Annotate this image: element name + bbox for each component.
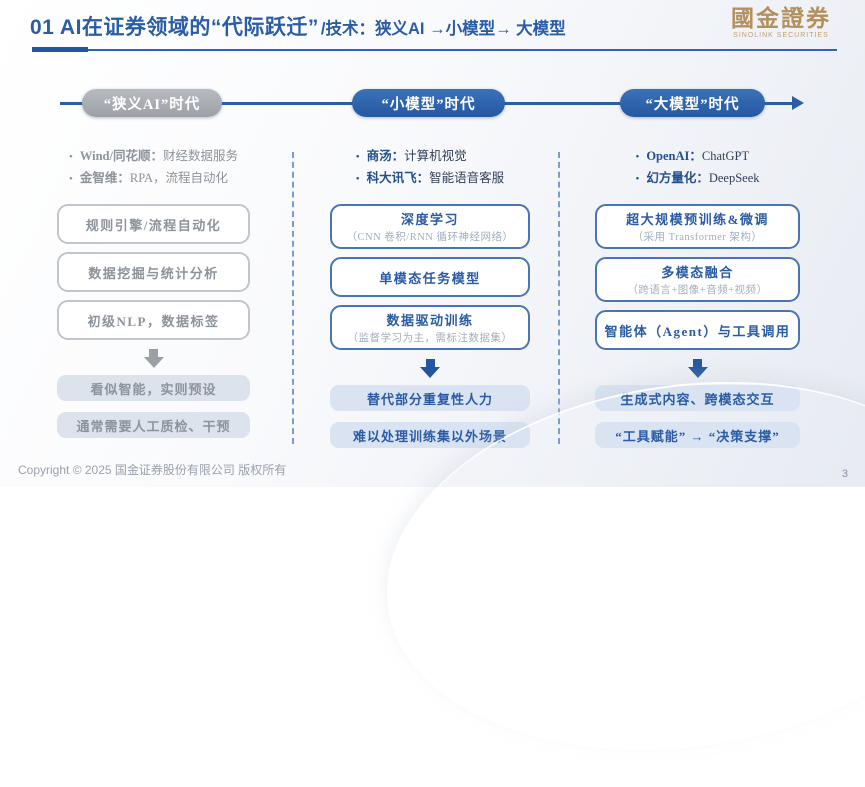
title-sub: /技术：狭义AI →小模型→ 大模型 bbox=[320, 20, 566, 38]
bullet-label: 金智维： bbox=[79, 171, 130, 185]
capability-boxes: 深度学习 （CNN 卷积/RNN 循环神经网络） 单模态任务模型 数据驱动训练 … bbox=[330, 204, 530, 350]
box-title: 深度学习 bbox=[400, 212, 459, 227]
bullet-desc: ChatGPT bbox=[701, 149, 750, 163]
column-narrow-ai: • Wind/同花顺：财经数据服务 • 金智维：RPA，流程自动化 规则引擎/流程自… bbox=[45, 140, 262, 438]
title-underline bbox=[32, 47, 837, 52]
bullet-desc: DeepSeek bbox=[708, 171, 760, 185]
box-title: 规则引擎/流程自动化 bbox=[85, 217, 222, 233]
bullet-item: • OpenAI：ChatGPT bbox=[635, 146, 749, 168]
capability-box: 单模态任务模型 bbox=[330, 257, 530, 297]
outcome-pills: 生成式内容、跨模态交互 “工具赋能” → “决策支撑” bbox=[595, 385, 800, 448]
bullet-item: • 金智维：RPA，流程自动化 bbox=[69, 168, 228, 190]
bullet-label: 幻方量化： bbox=[646, 171, 709, 185]
bullet-item: • 科大讯飞：智能语音客服 bbox=[356, 168, 504, 190]
era-pill-small-model: “小模型”时代 bbox=[352, 89, 505, 117]
box-title: 单模态任务模型 bbox=[379, 270, 481, 286]
timeline-arrowhead-icon bbox=[792, 96, 804, 110]
bullet-label: 商汤： bbox=[366, 149, 405, 163]
bullet-dot-icon: • bbox=[635, 173, 640, 185]
column-small-model: • 商汤：计算机视觉 • 科大讯飞：智能语音客服 深度学习 （CNN 卷积/RNN … bbox=[318, 140, 542, 448]
footer-copyright: Copyright © 2025 国金证券股份有限公司 版权所有 bbox=[18, 463, 287, 477]
bullet-dot-icon: • bbox=[355, 151, 360, 163]
box-title: 智能体（Agent）与工具调用 bbox=[604, 323, 791, 339]
bullet-label: 科大讯飞： bbox=[366, 171, 430, 185]
logo-en-text: SINOLINK SECURITIES bbox=[733, 32, 829, 39]
outcome-pill: 通常需要人工质检、干预 bbox=[57, 412, 250, 438]
box-subtitle: （CNN 卷积/RNN 循环神经网络） bbox=[346, 232, 514, 243]
company-logo: 國金證券 SINOLINK SECURITIES bbox=[731, 6, 831, 39]
capability-box: 超大规模预训练&微调 （采用 Transformer 架构） bbox=[595, 204, 800, 249]
capability-box: 深度学习 （CNN 卷积/RNN 循环神经网络） bbox=[330, 204, 530, 249]
capability-box: 初级NLP，数据标签 bbox=[57, 300, 250, 340]
example-bullets: • 商汤：计算机视觉 • 科大讯飞：智能语音客服 bbox=[356, 146, 504, 192]
underline-thick-segment bbox=[32, 47, 88, 52]
logo-cn-text: 國金證券 bbox=[731, 6, 831, 31]
box-subtitle: （跨语言+图像+音频+视频） bbox=[627, 285, 768, 296]
box-subtitle: （监督学习为主，需标注数据集） bbox=[347, 333, 513, 344]
era-pill-large-model: “大模型”时代 bbox=[620, 89, 765, 117]
era-pill-narrow-ai: “狭义AI”时代 bbox=[82, 89, 222, 117]
main-content: • Wind/同花顺：财经数据服务 • 金智维：RPA，流程自动化 规则引擎/流程自… bbox=[0, 140, 865, 450]
outcome-pills: 看似智能，实则预设 通常需要人工质检、干预 bbox=[57, 375, 250, 438]
down-arrow-icon bbox=[143, 349, 164, 368]
bullet-label: Wind/同花顺： bbox=[79, 149, 163, 163]
capability-box: 数据驱动训练 （监督学习为主，需标注数据集） bbox=[330, 305, 530, 350]
capability-boxes: 超大规模预训练&微调 （采用 Transformer 架构） 多模态融合 （跨语… bbox=[595, 204, 800, 350]
outcome-pill: 替代部分重复性人力 bbox=[330, 385, 530, 411]
bullet-dot-icon: • bbox=[355, 173, 360, 185]
column-divider bbox=[558, 152, 560, 444]
box-title: 超大规模预训练&微调 bbox=[626, 212, 769, 227]
era-timeline: “狭义AI”时代 “小模型”时代 “大模型”时代 bbox=[0, 86, 865, 122]
box-subtitle: （采用 Transformer 架构） bbox=[632, 232, 763, 243]
bullet-item: • Wind/同花顺：财经数据服务 bbox=[69, 146, 238, 168]
outcome-pill: 看似智能，实则预设 bbox=[57, 375, 250, 401]
box-title: 多模态融合 bbox=[661, 265, 734, 280]
bullet-dot-icon: • bbox=[69, 173, 73, 185]
underline-thin-segment bbox=[88, 48, 837, 51]
capability-boxes: 规则引擎/流程自动化 数据挖掘与统计分析 初级NLP，数据标签 bbox=[57, 204, 250, 340]
page-number: 3 bbox=[841, 468, 848, 480]
box-title: 数据驱动训练 bbox=[386, 313, 474, 328]
bullet-dot-icon: • bbox=[635, 151, 640, 163]
column-divider bbox=[292, 152, 294, 444]
capability-box: 智能体（Agent）与工具调用 bbox=[595, 310, 800, 350]
capability-box: 数据挖掘与统计分析 bbox=[57, 252, 250, 292]
bullet-label: OpenAI： bbox=[646, 149, 702, 163]
bullet-dot-icon: • bbox=[69, 151, 73, 163]
outcome-pill: 难以处理训练集以外场景 bbox=[330, 422, 530, 448]
box-title: 初级NLP，数据标签 bbox=[87, 313, 220, 329]
bullet-desc: 财经数据服务 bbox=[162, 149, 238, 163]
capability-box: 多模态融合 （跨语言+图像+音频+视频） bbox=[595, 257, 800, 302]
page-title: 01 AI在证券领域的“代际跃迁”/技术：狭义AI →小模型→ 大模型 bbox=[30, 11, 566, 41]
outcome-pill: “工具赋能” → “决策支撑” bbox=[595, 422, 800, 448]
outcome-pills: 替代部分重复性人力 难以处理训练集以外场景 bbox=[330, 385, 530, 448]
down-arrow-icon bbox=[420, 359, 440, 378]
bullet-desc: 智能语音客服 bbox=[429, 171, 505, 185]
example-bullets: • OpenAI：ChatGPT • 幻方量化：DeepSeek bbox=[635, 146, 759, 192]
example-bullets: • Wind/同花顺：财经数据服务 • 金智维：RPA，流程自动化 bbox=[69, 146, 238, 192]
bullet-desc: RPA，流程自动化 bbox=[129, 171, 229, 185]
title-main: 01 AI在证券领域的“代际跃迁” bbox=[30, 16, 319, 39]
down-arrow-icon bbox=[687, 359, 708, 378]
bullet-item: • 幻方量化：DeepSeek bbox=[635, 168, 759, 190]
bullet-desc: 计算机视觉 bbox=[404, 149, 467, 163]
outcome-pill: 生成式内容、跨模态交互 bbox=[595, 385, 800, 411]
box-title: 数据挖掘与统计分析 bbox=[88, 265, 219, 281]
capability-box: 规则引擎/流程自动化 bbox=[57, 204, 250, 244]
bullet-item: • 商汤：计算机视觉 bbox=[356, 146, 467, 168]
column-large-model: • OpenAI：ChatGPT • 幻方量化：DeepSeek 超大规模预训练&微… bbox=[583, 140, 812, 448]
slide: 01 AI在证券领域的“代际跃迁”/技术：狭义AI →小模型→ 大模型 國金證券… bbox=[0, 0, 865, 487]
